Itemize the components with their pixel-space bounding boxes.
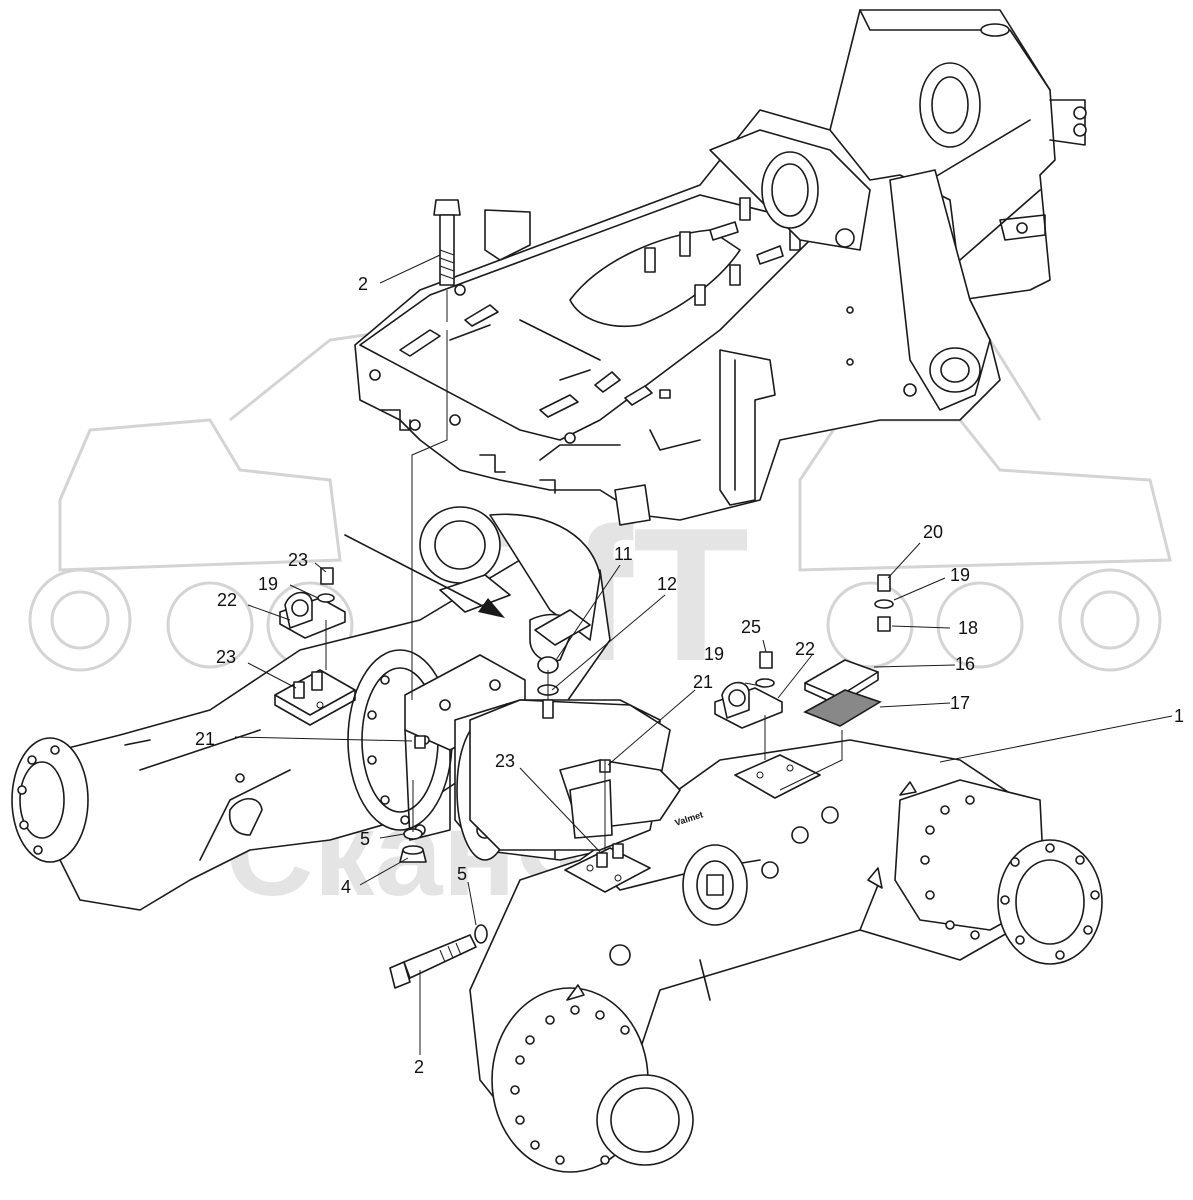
callout-23-left-lower: 23 (216, 647, 236, 667)
callout-21-left: 21 (195, 729, 215, 749)
callout-11: 11 (614, 544, 633, 564)
callout-18: 18 (958, 618, 978, 638)
callout-25: 25 (741, 617, 761, 637)
bracket-22-left (279, 567, 346, 699)
front-axle-assembly: Valmet (469, 699, 1103, 1173)
callout-20: 20 (923, 522, 943, 542)
callout-5-lower: 5 (457, 864, 467, 884)
bolt-21-left (414, 735, 426, 749)
callout-labels: 2 2 4 5 5 11 12 16 17 18 19 19 19 20 21 … (195, 274, 1184, 1077)
watermark-tractor-right (798, 328, 1172, 672)
bolt-2-lower (389, 924, 488, 989)
bolt-2-upper (433, 199, 461, 322)
bolt-23-lower-a (596, 852, 608, 868)
leader-lines (234, 254, 1173, 1055)
callout-2-upper: 2 (358, 274, 368, 294)
callout-19-middle: 19 (704, 644, 724, 664)
callout-5-left: 5 (360, 829, 370, 849)
callout-23-left-upper: 23 (288, 550, 308, 570)
callout-19-right: 19 (950, 565, 970, 585)
pads-16-17 (803, 574, 894, 727)
callout-4: 4 (341, 877, 351, 897)
callout-22-left: 22 (217, 590, 237, 610)
callout-12: 12 (657, 574, 677, 594)
callout-22-right: 22 (795, 639, 815, 659)
callout-23-center: 23 (495, 751, 515, 771)
callout-1: 1 (1174, 706, 1184, 726)
spacer-11-12 (537, 656, 559, 719)
callout-21-right: 21 (693, 672, 713, 692)
callout-19-left: 19 (258, 574, 278, 594)
callout-2-lower: 2 (414, 1057, 424, 1077)
bolt-23-lower-b (612, 843, 624, 859)
front-frame (354, 9, 1087, 526)
callout-17: 17 (950, 693, 970, 713)
callout-16: 16 (955, 654, 975, 674)
